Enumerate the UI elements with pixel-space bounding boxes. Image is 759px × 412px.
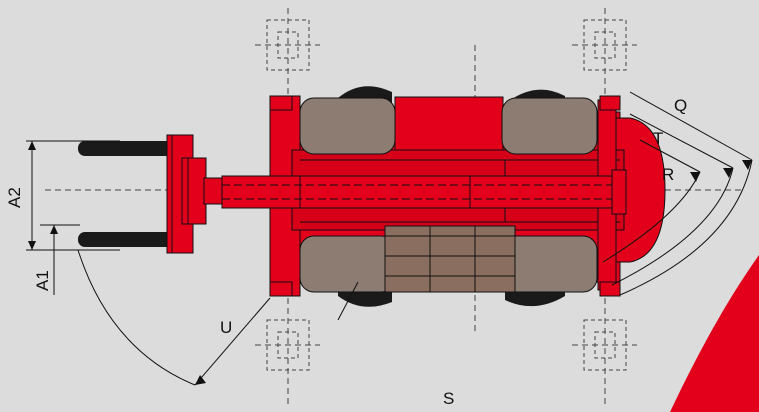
tires bbox=[299, 97, 598, 293]
label-s: S bbox=[443, 389, 454, 408]
label-u: U bbox=[220, 318, 232, 337]
cab bbox=[384, 225, 516, 293]
tire-front-lower bbox=[299, 235, 396, 293]
fork-lower bbox=[78, 232, 174, 247]
fork-carriage bbox=[166, 134, 225, 254]
label-q: Q bbox=[674, 96, 687, 115]
tire-rear-lower bbox=[501, 235, 598, 293]
label-t: T bbox=[653, 129, 663, 148]
dimension-lines bbox=[26, 91, 753, 386]
forks bbox=[78, 141, 174, 247]
dimension-labels: Q T R U S A2 A1 bbox=[5, 96, 687, 408]
arrowheads bbox=[28, 141, 752, 385]
wheel-outlines bbox=[266, 19, 627, 371]
telescopic-boom bbox=[221, 169, 627, 215]
tire-rear-upper bbox=[501, 97, 598, 155]
red-corner-accent bbox=[670, 255, 759, 412]
label-a2: A2 bbox=[5, 187, 24, 208]
side-plates bbox=[269, 95, 621, 297]
tire-front-upper bbox=[299, 97, 396, 155]
fork-upper bbox=[78, 141, 174, 156]
label-a1: A1 bbox=[33, 270, 52, 291]
label-r: R bbox=[662, 165, 674, 184]
